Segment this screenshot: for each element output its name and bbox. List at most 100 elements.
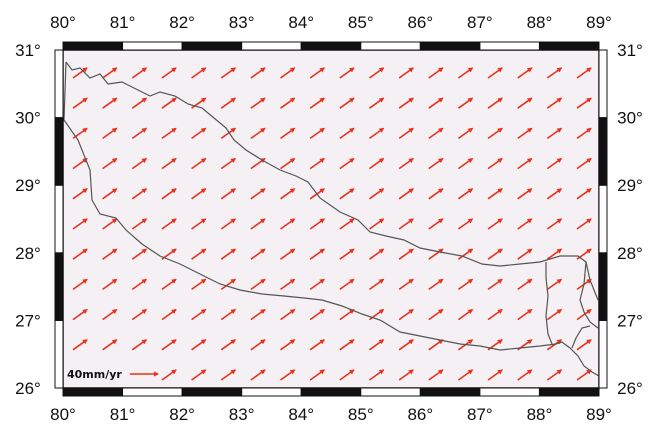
velocity-arrow (309, 97, 326, 109)
velocity-arrow (161, 218, 177, 230)
velocity-arrow (369, 339, 385, 351)
velocity-arrow (398, 127, 414, 140)
velocity-arrow (309, 369, 326, 381)
velocity-arrow (220, 369, 237, 381)
frame-segment-top (419, 41, 481, 51)
velocity-arrow (131, 339, 148, 351)
velocity-arrow (457, 97, 474, 109)
velocity-arrow (220, 248, 237, 260)
frame-segment-bottom (181, 387, 243, 397)
x-tick-label-top: 80° (50, 13, 76, 32)
frame-segment-bottom (300, 387, 362, 397)
velocity-arrow (457, 308, 474, 321)
velocity-vector-field (72, 67, 592, 381)
velocity-arrow (457, 157, 474, 170)
velocity-arrow (72, 248, 88, 260)
y-tick-label-left: 29° (15, 176, 41, 195)
frame-segment-left (54, 184, 64, 254)
x-tick-label-bottom: 88° (527, 405, 553, 424)
velocity-arrow (220, 308, 237, 321)
frame-segment-left (54, 49, 64, 119)
velocity-arrow (250, 188, 266, 200)
velocity-arrow (369, 218, 385, 230)
velocity-arrow (398, 188, 414, 200)
velocity-arrow (131, 218, 148, 230)
velocity-arrow (131, 67, 148, 79)
velocity-arrow (191, 339, 207, 351)
velocity-arrow (191, 369, 207, 381)
velocity-arrow (191, 248, 207, 260)
velocity-arrow (191, 127, 207, 140)
velocity-arrow (309, 339, 326, 351)
velocity-arrow (428, 157, 444, 170)
velocity-arrow (457, 188, 474, 200)
velocity-arrow (576, 339, 592, 351)
velocity-arrow (428, 278, 444, 291)
x-tick-label-bottom: 89° (586, 405, 612, 424)
velocity-arrow (131, 308, 148, 321)
velocity-arrow (102, 278, 118, 291)
velocity-arrow (280, 369, 296, 381)
velocity-arrow (457, 278, 474, 291)
velocity-arrow (191, 188, 207, 200)
velocity-arrow (161, 67, 177, 79)
velocity-arrow (457, 67, 474, 79)
velocity-arrow (220, 97, 237, 109)
velocity-arrow (250, 218, 266, 230)
y-tick-label-left: 26° (15, 379, 41, 398)
velocity-arrow (161, 188, 177, 200)
frame-segment-bottom (419, 387, 481, 397)
velocity-arrow (191, 157, 207, 170)
checkered-frame (54, 41, 608, 397)
x-tick-label-top: 86° (407, 13, 433, 32)
velocity-arrow (102, 188, 118, 200)
velocity-arrow (398, 308, 414, 321)
x-tick-label-top: 82° (169, 13, 195, 32)
velocity-arrow (102, 127, 118, 140)
velocity-arrow (517, 248, 533, 260)
velocity-arrow (517, 369, 533, 381)
velocity-arrow (487, 369, 503, 381)
velocity-arrow (369, 157, 385, 170)
x-tick-label-top: 89° (586, 13, 612, 32)
velocity-arrow (280, 127, 296, 140)
velocity-arrow (339, 218, 355, 230)
velocity-arrow (369, 248, 385, 260)
velocity-arrow (428, 127, 444, 140)
velocity-arrow (131, 248, 148, 260)
velocity-arrow (250, 308, 266, 321)
x-tick-label-bottom: 86° (407, 405, 433, 424)
velocity-arrow (369, 278, 385, 291)
velocity-arrow (72, 97, 88, 109)
velocity-arrow (161, 157, 177, 170)
velocity-arrow (576, 67, 592, 79)
velocity-arrow (517, 218, 533, 230)
velocity-arrow (487, 278, 503, 291)
velocity-arrow (72, 157, 88, 170)
velocity-arrow (517, 157, 533, 170)
velocity-arrow (309, 308, 326, 321)
y-tick-label-left: 28° (15, 244, 41, 263)
x-tick-label-bottom: 84° (288, 405, 314, 424)
velocity-arrow (546, 278, 563, 291)
frame-segment-top (300, 41, 362, 51)
velocity-arrow (102, 157, 118, 170)
velocity-arrow (220, 339, 237, 351)
velocity-arrow (131, 157, 148, 170)
velocity-arrow (131, 127, 148, 140)
velocity-arrow (250, 67, 266, 79)
velocity-arrow (546, 248, 563, 260)
y-axis-labels-right: 26°27°28°29°30°31° (617, 41, 643, 398)
velocity-arrow (72, 308, 88, 321)
frame-segment-top (62, 41, 124, 51)
velocity-arrow (487, 97, 503, 109)
y-axis-labels-left: 26°27°28°29°30°31° (15, 41, 41, 398)
velocity-arrow (339, 248, 355, 260)
velocity-arrow (428, 248, 444, 260)
velocity-arrow (131, 188, 148, 200)
velocity-arrow (250, 369, 266, 381)
velocity-arrow (457, 369, 474, 381)
velocity-arrow (398, 218, 414, 230)
velocity-arrow (250, 339, 266, 351)
velocity-arrow (220, 67, 237, 79)
